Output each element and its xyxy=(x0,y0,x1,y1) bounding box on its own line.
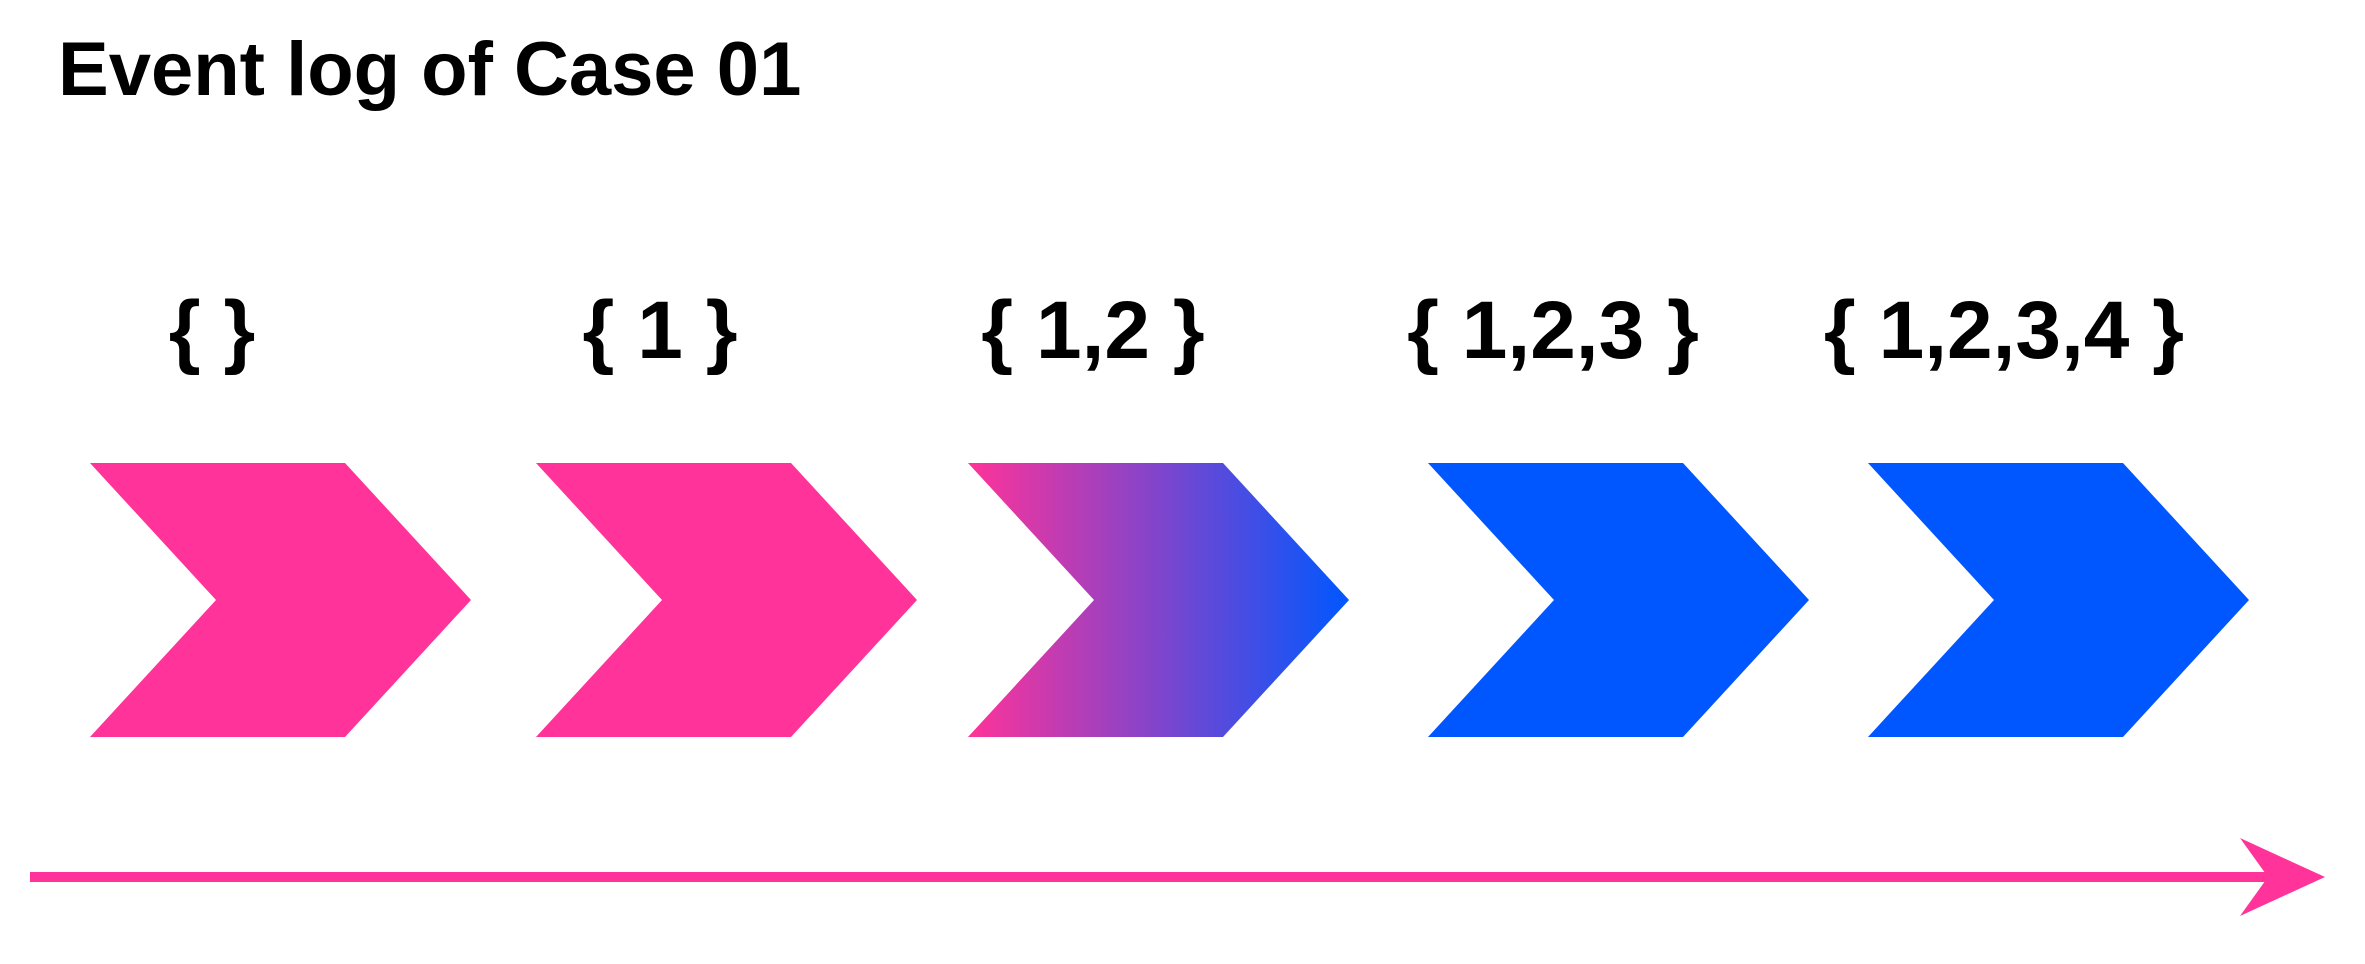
step-1-chevron xyxy=(90,463,471,737)
timeline-arrow xyxy=(30,838,2325,916)
step-1-label: { } xyxy=(168,285,256,376)
timeline-arrow-head xyxy=(2240,838,2325,916)
chevron-sequence xyxy=(90,463,2249,737)
step-4-label: { 1,2,3 } xyxy=(1407,285,1699,376)
step-4-chevron xyxy=(1428,463,1809,737)
step-3-chevron xyxy=(968,463,1349,737)
page-title: Event log of Case 01 xyxy=(58,27,802,112)
step-5-label: { 1,2,3,4 } xyxy=(1823,285,2185,376)
step-2-label: { 1 } xyxy=(582,285,738,376)
step-3-label: { 1,2 } xyxy=(981,285,1205,376)
step-2-chevron xyxy=(536,463,917,737)
step-5-chevron xyxy=(1868,463,2249,737)
